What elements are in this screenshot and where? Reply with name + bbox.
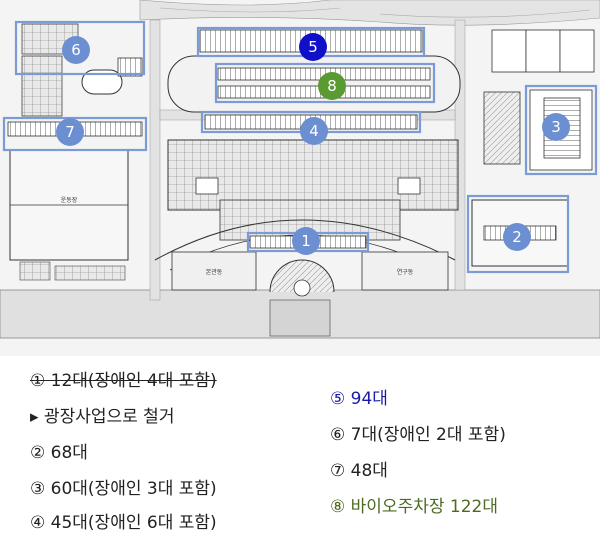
- parking-marker-5: 5: [299, 33, 327, 61]
- legend-item-1-note: ▸ 광장사업으로 철거: [30, 407, 175, 427]
- parking-marker-6: 6: [62, 36, 90, 64]
- legend-item-8: ⑧ 바이오주차장 122대: [330, 497, 498, 517]
- field-label: 운동장: [61, 196, 78, 204]
- parking-marker-7: 7: [56, 118, 84, 146]
- legend-item-3: ③ 60대(장애인 3대 포함): [30, 479, 217, 499]
- parking-marker-8: 8: [318, 72, 346, 100]
- site-map: 운동장 본관동 연구동 1 2 3 4 5 6 7 8: [0, 0, 600, 339]
- parking-legend: ① 12대(장애인 4대 포함) ▸ 광장사업으로 철거 ② 68대 ③ 60대…: [0, 356, 600, 536]
- legend-item-2: ② 68대: [30, 443, 88, 463]
- parking-marker-4: 4: [300, 117, 328, 145]
- building-right-label: 연구동: [397, 268, 414, 276]
- legend-item-7: ⑦ 48대: [330, 461, 388, 481]
- parking-marker-1: 1: [292, 227, 320, 255]
- legend-item-1: ① 12대(장애인 4대 포함): [30, 371, 217, 391]
- parking-marker-2: 2: [503, 223, 531, 251]
- legend-item-6: ⑥ 7대(장애인 2대 포함): [330, 425, 506, 445]
- legend-item-4: ④ 45대(장애인 6대 포함): [30, 513, 217, 533]
- parking-marker-3: 3: [542, 113, 570, 141]
- building-left-label: 본관동: [206, 268, 223, 276]
- legend-item-5: ⑤ 94대: [330, 389, 388, 409]
